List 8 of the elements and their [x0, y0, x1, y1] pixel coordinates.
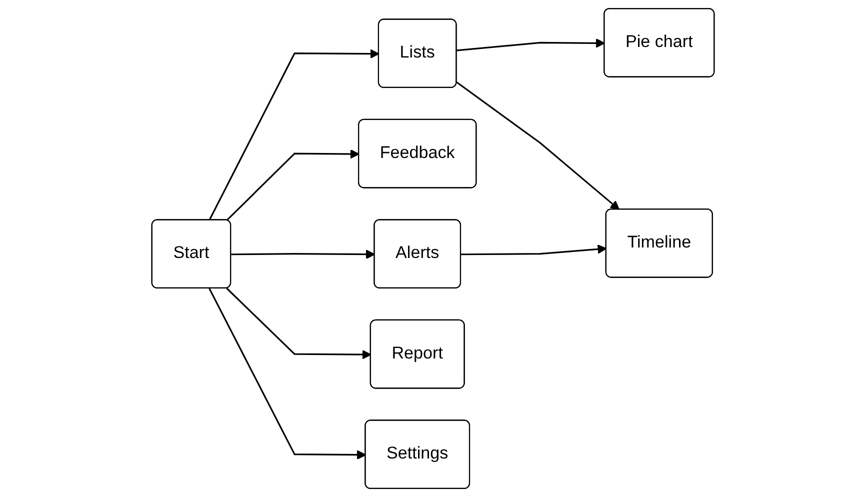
arrow	[231, 250, 376, 259]
arrow	[226, 288, 372, 360]
arrow	[208, 288, 366, 460]
arrow	[456, 38, 606, 52]
arrow	[226, 149, 360, 221]
arrow	[208, 49, 380, 221]
arrow	[456, 82, 620, 210]
arrow	[461, 244, 607, 256]
